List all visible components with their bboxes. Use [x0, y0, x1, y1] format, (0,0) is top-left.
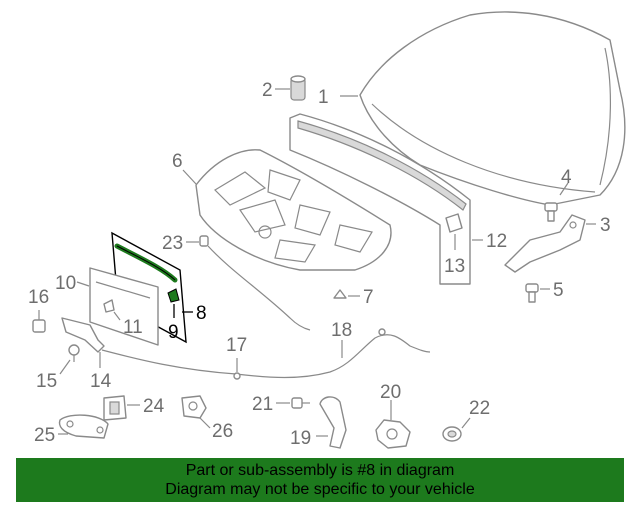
label-10[interactable]: 10 — [55, 273, 76, 294]
pin-part-15[interactable] — [68, 344, 80, 362]
banner-line-2: Diagram may not be specific to your vehi… — [165, 481, 475, 498]
label-11[interactable]: 11 — [123, 317, 143, 338]
bolt-part-5[interactable] — [525, 283, 539, 303]
plate-part-25[interactable] — [58, 414, 109, 439]
clip-part-7[interactable] — [333, 289, 347, 299]
label-22[interactable]: 22 — [469, 398, 490, 419]
label-20[interactable]: 20 — [380, 382, 401, 403]
clip-part-9[interactable] — [167, 288, 180, 303]
label-9[interactable]: 9 — [168, 322, 179, 343]
label-19[interactable]: 19 — [290, 428, 311, 449]
parts-diagram: 1 2 12 13 6 23 7 — [28, 11, 626, 449]
label-23[interactable]: 23 — [162, 233, 183, 254]
handle-part-19[interactable] — [319, 396, 347, 449]
label-3[interactable]: 3 — [600, 215, 611, 236]
label-1[interactable]: 1 — [318, 87, 329, 108]
label-5[interactable]: 5 — [553, 280, 564, 301]
label-4[interactable]: 4 — [561, 167, 572, 188]
bumper-part-2[interactable] — [290, 75, 306, 101]
label-12[interactable]: 12 — [486, 231, 507, 252]
label-25[interactable]: 25 — [34, 425, 55, 446]
grommet-part-22[interactable] — [442, 426, 462, 442]
banner-line-1: Part or sub-assembly is #8 in diagram — [185, 462, 455, 479]
label-14[interactable]: 14 — [90, 371, 112, 392]
clip-part-11[interactable] — [103, 299, 115, 313]
seal-part-12[interactable] — [289, 113, 471, 285]
label-13[interactable]: 13 — [444, 256, 465, 277]
cable-end-part-23[interactable] — [199, 235, 209, 247]
label-15[interactable]: 15 — [36, 371, 57, 392]
clip-part-13[interactable] — [445, 213, 463, 233]
label-26[interactable]: 26 — [212, 421, 233, 442]
label-6[interactable]: 6 — [172, 151, 183, 172]
bolt-part-16[interactable] — [32, 310, 46, 333]
info-banner: Part or sub-assembly is #8 in diagram Di… — [16, 458, 624, 502]
bracket-part-24[interactable] — [103, 395, 127, 421]
cable-part-17[interactable] — [233, 372, 241, 380]
label-18[interactable]: 18 — [331, 320, 352, 341]
insulator-part-6[interactable] — [195, 149, 392, 271]
label-16[interactable]: 16 — [28, 287, 49, 308]
bolt-part-4[interactable] — [544, 202, 558, 222]
label-24[interactable]: 24 — [143, 396, 165, 417]
label-21[interactable]: 21 — [252, 394, 273, 415]
label-17[interactable]: 17 — [226, 335, 247, 356]
lock-part-26[interactable] — [181, 395, 207, 419]
latch-part-14[interactable] — [61, 317, 105, 353]
cable-part-18[interactable] — [378, 328, 386, 336]
bolt-part-21[interactable] — [291, 397, 310, 409]
panel-part-10[interactable] — [89, 267, 159, 346]
label-2[interactable]: 2 — [262, 80, 273, 101]
latch-part-20[interactable] — [375, 419, 411, 449]
label-8[interactable]: 8 — [196, 303, 207, 324]
label-7[interactable]: 7 — [363, 287, 374, 308]
hinge-part-3[interactable] — [504, 214, 586, 273]
